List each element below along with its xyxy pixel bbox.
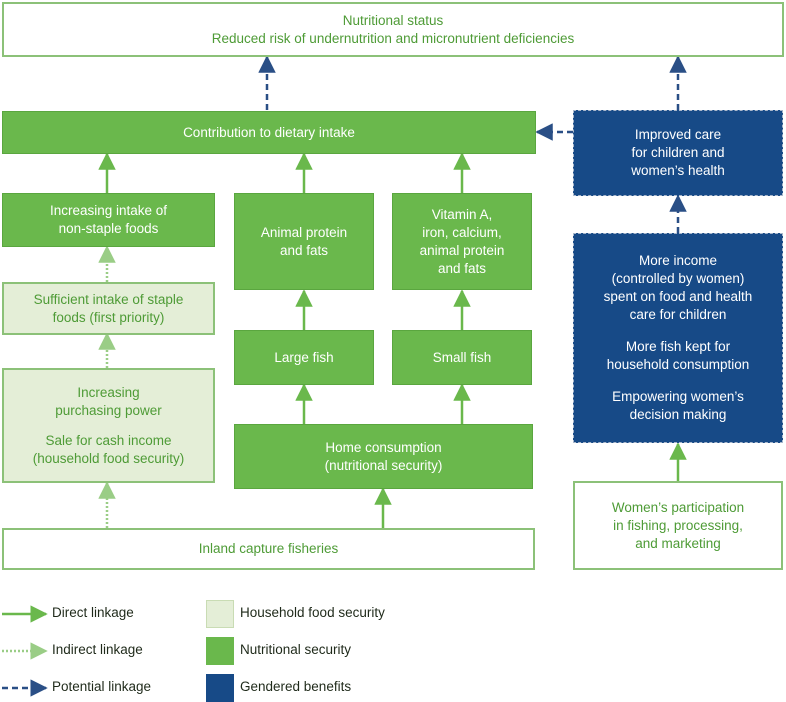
improved-care-line: Improved care [634, 127, 722, 142]
legend-gendered-swatch [206, 674, 234, 702]
more-income-line: spent on food and health [603, 289, 753, 304]
non-staple-line: Increasing intake of [49, 203, 168, 218]
dietary-intake-label: Contribution to dietary intake [183, 124, 355, 140]
more-income-box: More income (controlled by women) spent … [573, 233, 783, 443]
legend-direct-label: Direct linkage [52, 605, 134, 620]
purchasing-power-line: purchasing power [55, 402, 162, 418]
vitamin-a-line: iron, calcium, [422, 224, 502, 240]
staple-foods-line: foods (first priority) [52, 309, 165, 325]
home-consumption-box: Home consumption (nutritional security) [234, 424, 533, 489]
vitamin-a-line: and fats [437, 260, 487, 276]
fish-kept-line: More fish kept for [625, 339, 731, 354]
more-income-line: More income [638, 253, 718, 268]
womens-participation-box: Women’s participation in fishing, proces… [573, 481, 783, 570]
empowering-line: decision making [629, 407, 727, 422]
nutritional-status-title: Nutritional status [342, 12, 444, 28]
nutritional-status-box: Nutritional status Reduced risk of under… [2, 2, 784, 57]
purchasing-power-box: Increasing purchasing power Sale for cas… [2, 368, 215, 483]
more-income-line: care for children [629, 307, 727, 322]
nutritional-status-subtitle: Reduced risk of undernutrition and micro… [211, 30, 575, 46]
legend-household-label: Household food security [240, 605, 385, 620]
fish-kept-line: household consumption [606, 357, 750, 372]
cash-income-line: Sale for cash income [45, 432, 172, 448]
legend-gendered-label: Gendered benefits [240, 679, 352, 694]
small-fish-box: Small fish [392, 330, 532, 385]
improved-care-line: women’s health [631, 163, 725, 178]
animal-protein-box: Animal protein and fats [234, 193, 374, 290]
cash-income-line: (household food security) [32, 450, 185, 466]
large-fish-box: Large fish [234, 330, 374, 385]
legend-nutritional-swatch [206, 637, 234, 665]
womens-participation-line: and marketing [635, 535, 721, 551]
staple-foods-box: Sufficient intake of staple foods (first… [2, 282, 215, 335]
more-income-line: (controlled by women) [611, 271, 745, 286]
legend-household-swatch [206, 600, 234, 628]
inland-fisheries-box: Inland capture fisheries [2, 528, 535, 570]
home-consumption-line: Home consumption [325, 439, 442, 455]
large-fish-label: Large fish [274, 349, 334, 365]
dietary-intake-box: Contribution to dietary intake [2, 111, 536, 154]
legend-potential-label: Potential linkage [52, 679, 152, 694]
home-consumption-line: (nutritional security) [324, 457, 443, 473]
small-fish-label: Small fish [432, 349, 492, 365]
purchasing-power-line: Increasing [77, 384, 140, 400]
womens-participation-line: Women’s participation [611, 499, 745, 515]
staple-foods-line: Sufficient intake of staple [33, 291, 184, 307]
legend-indirect-label: Indirect linkage [52, 642, 143, 657]
womens-participation-line: in fishing, processing, [613, 517, 743, 533]
improved-care-box: Improved care for children and women’s h… [573, 110, 783, 196]
animal-protein-line: Animal protein [260, 224, 348, 240]
empowering-line: Empowering women’s [612, 389, 744, 404]
improved-care-line: for children and [631, 145, 725, 160]
vitamin-a-box: Vitamin A, iron, calcium, animal protein… [392, 193, 532, 290]
non-staple-line: non-staple foods [58, 221, 159, 236]
legend-nutritional-label: Nutritional security [240, 642, 352, 657]
non-staple-intake-box: Increasing intake of non-staple foods [2, 193, 215, 247]
animal-protein-line: and fats [279, 242, 329, 258]
inland-fisheries-label: Inland capture fisheries [198, 541, 339, 556]
vitamin-a-line: Vitamin A, [431, 206, 493, 222]
vitamin-a-line: animal protein [419, 242, 505, 258]
